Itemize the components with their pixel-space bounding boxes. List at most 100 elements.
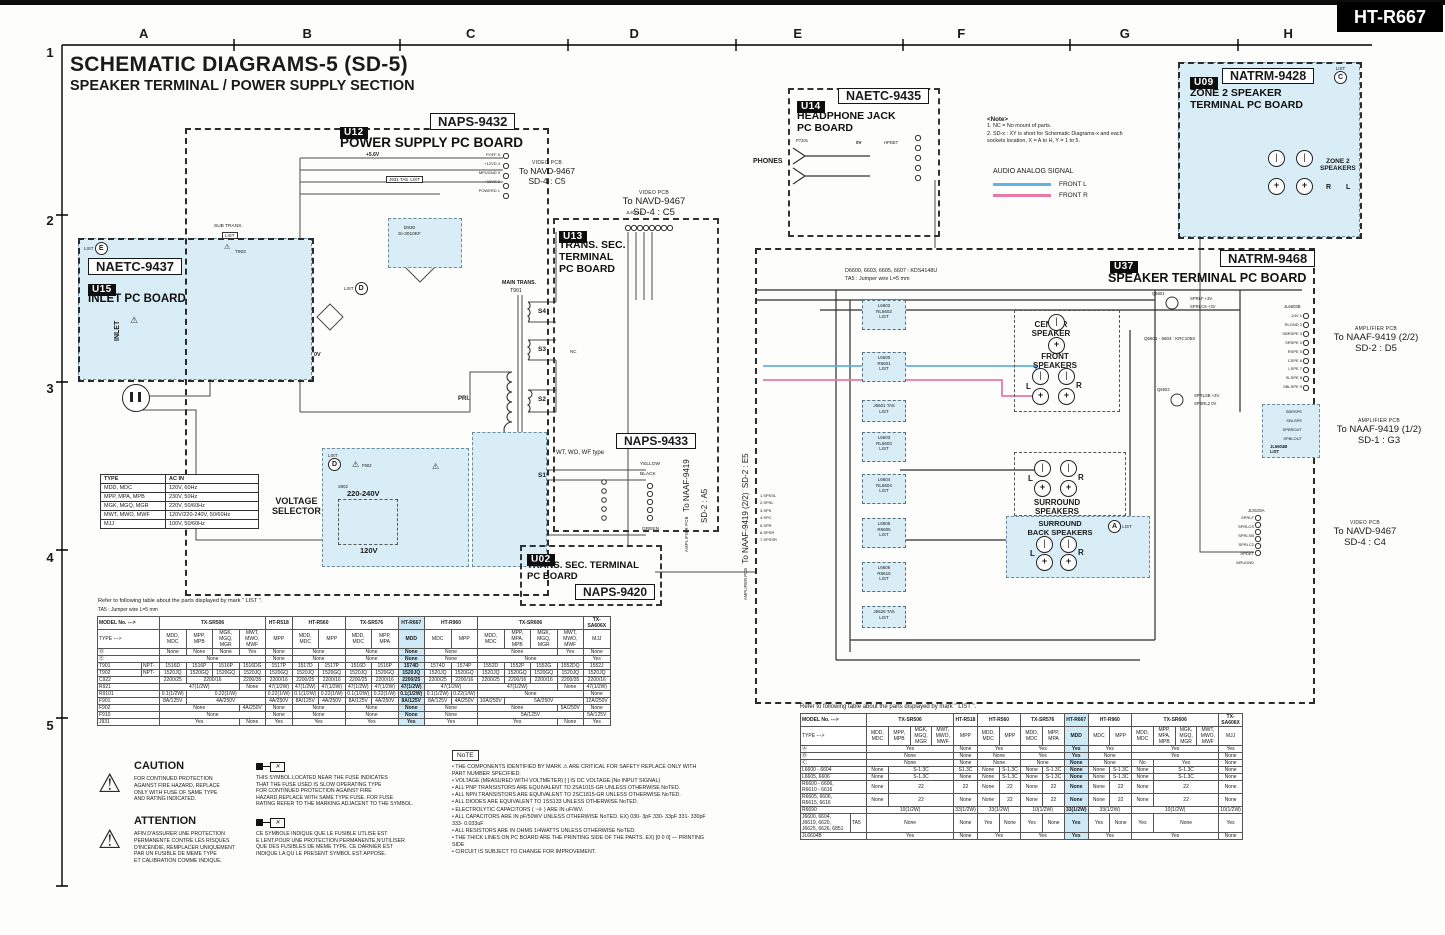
parts-table-cell: 22 [1152, 793, 1220, 807]
parts-table-cell: Yes [397, 718, 425, 726]
parts-table-cell: 1574D [424, 662, 452, 670]
naps-9433-number: NAPS-9433 [616, 433, 697, 449]
u15-warning-icon: ⚠ [130, 315, 139, 325]
relay-block-4: L6603 RL6603 LIST [862, 432, 906, 462]
parts-table-cell: Yes [1063, 752, 1089, 760]
u12-0v-label: 0V [314, 352, 321, 358]
parts-table-cell: 0.22(1/W) [265, 690, 293, 698]
parts-table-cell: 2200/16 [450, 676, 478, 684]
parts-table-cell: 0.1(1/2W) [397, 690, 425, 698]
note-box-bullets: • THE COMPONENTS IDENTIFIED BY MARK ⚠ AR… [452, 764, 710, 856]
u15-inlet-label: INLET [114, 320, 121, 342]
note-lines-item: sockets location, X = A to H, Y = 1 to 5… [987, 138, 1080, 145]
parts-table-cell: None [1087, 793, 1111, 807]
link-video-c5-b: VIDEO PCB To NAVD-9467 SD-4 : C5 [622, 190, 686, 218]
u15-board-name: INLET PC BOARD [88, 293, 186, 305]
parts-table-cell: 4A/250V [265, 697, 293, 705]
parts-table-cell: None [866, 793, 889, 807]
parts-table-cell: Yes [291, 718, 346, 726]
back-r-terminal-top [1060, 536, 1077, 553]
front-speakers-label: FRONT SPEAKERS [1032, 352, 1077, 370]
caution-warning-icon: ⚠ [98, 768, 122, 798]
front-r-terminal-bottom [1058, 388, 1075, 405]
u14-board-name: HEADPHONE JACK PC BOARD [797, 110, 896, 134]
conn1-pins-item: CSPE 6 [1287, 357, 1302, 363]
conn3-pins-item: MPUGND [1236, 559, 1254, 565]
parts-table-cell: None [1131, 773, 1154, 781]
conn3-jack-name: JL9103A [1248, 508, 1265, 513]
parts-table-cell: 2200/16 [583, 676, 611, 684]
parts-table-cell: 22 [998, 780, 1022, 794]
selector-voltage-low: 120V [360, 546, 378, 555]
parts-table-cell: C922 [97, 676, 160, 684]
u37-q2-label: Q6603 [1157, 387, 1170, 392]
parts-table-cell: None [1087, 780, 1111, 794]
parts-table-cell: 2200/16 [503, 676, 531, 684]
back-l-letter: L [1030, 549, 1035, 558]
parts-table-cell: None [1087, 752, 1133, 760]
parts-table-cell: Ⓔ [97, 655, 160, 663]
ac-table-cell: MGK, MGQ, MGR [100, 501, 166, 511]
parts-table-cell: None [1063, 773, 1089, 781]
parts-table-cell: MPP [953, 726, 978, 746]
selector-switch-box [338, 499, 398, 545]
parts-table-cell: S-1.3C [887, 766, 955, 774]
parts-table-cell: 22 [1042, 793, 1065, 807]
surround-outline [1014, 452, 1126, 516]
parts-table-cell: None [866, 773, 889, 781]
u12-connector-pins-item: +12VD 4 [484, 160, 500, 166]
parts-table-cell: 1520JQ [477, 669, 505, 677]
board-u09-zone2 [1178, 62, 1362, 239]
u12-d930-label: D930 SI-3010KF [398, 226, 421, 237]
parts-table-cell: MDD, MDC [976, 726, 1000, 746]
u14-0v: 0V [856, 140, 862, 145]
parts-table-cell: None [159, 648, 187, 656]
grid-column-labels-item: B [302, 26, 312, 41]
parts-table-cell: 1520JQ [238, 669, 266, 677]
parts-table-cell: None [1218, 759, 1243, 767]
parts-table-cell: 10(1/2W) [1020, 806, 1065, 814]
parts-table-cell: None [397, 648, 425, 656]
parts-table-cell: Yes [865, 745, 955, 753]
parts-table-cell: 10(1/2W) [1131, 806, 1220, 814]
parts-table-cell: MDD, MDC [159, 629, 187, 649]
parts-table-cell: 8A/125V [291, 697, 319, 705]
parts-table-cell: None [1218, 766, 1243, 774]
selector-s902: S902 [338, 484, 348, 489]
parts-table-cell: None [583, 648, 611, 656]
conn1-pins-item: LSPE 7 [1288, 366, 1302, 372]
parts-table-cell: MJJ [583, 629, 611, 649]
parts-table-cell: MODEL No. ---> [97, 616, 160, 630]
parts-table-cell: None [953, 832, 978, 840]
parts-table-cell: NPT- [141, 662, 160, 670]
parts-table-cell: S-1.3C [1109, 773, 1133, 781]
parts-table-cell: MDD, MDC [1131, 726, 1154, 746]
parts-table-cell: Yes [1131, 752, 1220, 760]
u13-t901: T901 [510, 288, 522, 294]
parts-table-cell: F902 [97, 704, 160, 712]
u37-q-tags-a-item: SPRLF +3V [1190, 296, 1213, 301]
parts-table-cell: 22 [1109, 793, 1133, 807]
parts-table-cell: MWT, MWO, MWF [931, 726, 955, 746]
note-lines: 1. NC = No mount of parts.2. SD-x : XY i… [987, 123, 1167, 146]
ac-table-cell: TYPE [100, 474, 166, 484]
parts-table-cell: 4A/250V [450, 697, 478, 705]
parts-table-cell: 5A/250V [556, 704, 584, 712]
parts-table-cell: S-1.3C [998, 773, 1022, 781]
parts-table-cell: 1520JQ [556, 669, 584, 677]
wire-black-label: BLACK [640, 472, 656, 477]
parts-table-cell: 33(1/2W) [1087, 806, 1133, 814]
parts-table-cell: 2200/25 [424, 676, 452, 684]
parts-table-cell: 1517D [291, 662, 319, 670]
parts-table-cell: None [477, 648, 558, 656]
parts-table-cell: None [1063, 780, 1089, 794]
conn1-pins-item: SBLSPE 9 [1283, 384, 1302, 390]
parts-table-cell: 8A/125V [344, 697, 372, 705]
parts-table-cell: 1552P [503, 662, 531, 670]
parts-table-cell: TX-SR506 [865, 713, 955, 727]
parts-table-cell: Yes [1087, 745, 1133, 753]
refer-note-2: Refer to following table about the parts… [800, 704, 977, 710]
